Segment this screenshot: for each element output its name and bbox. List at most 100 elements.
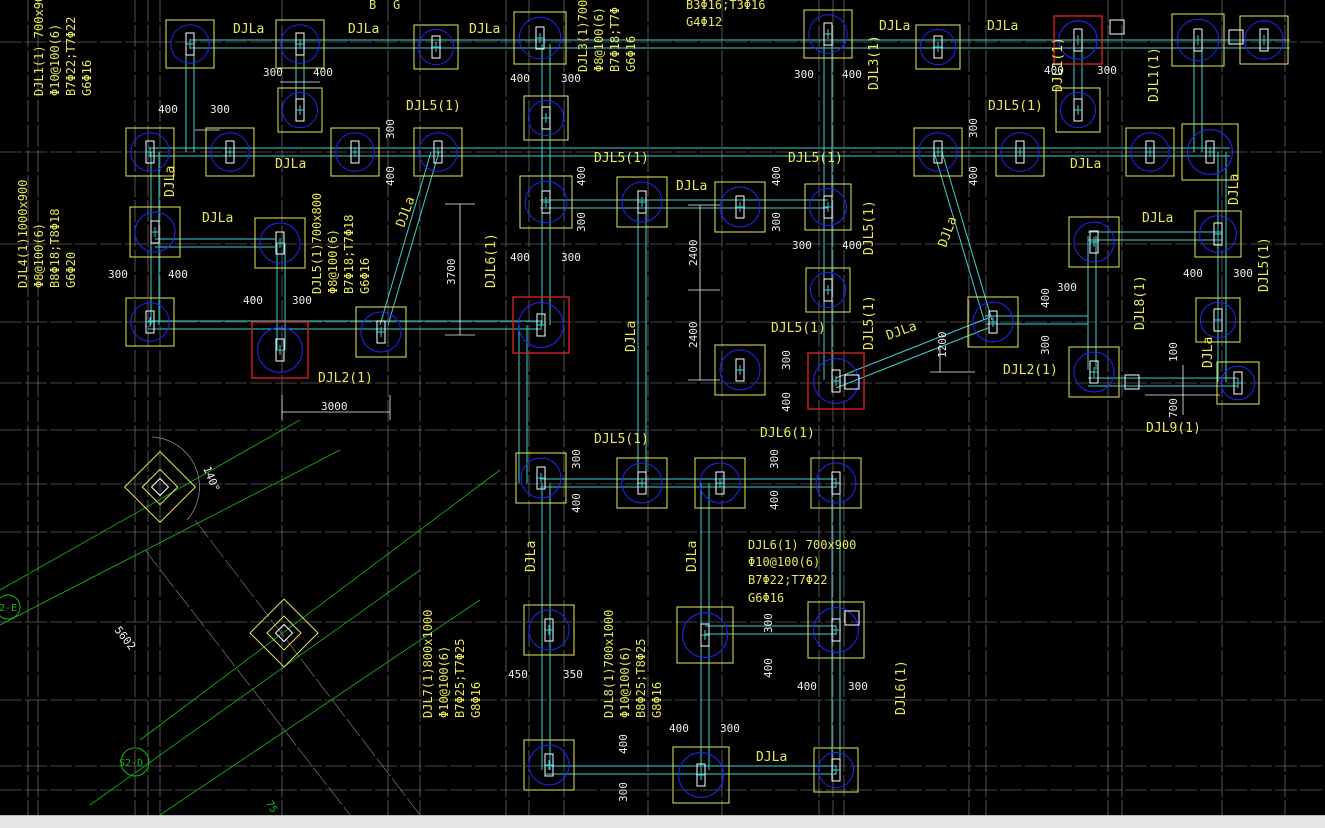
pile-circle — [418, 132, 458, 172]
dimension-text: 350 — [563, 668, 583, 681]
dimension-text: 400 — [842, 239, 862, 252]
rotated-axis-lines — [0, 419, 501, 815]
beam-label: DJL5(1) — [594, 151, 649, 166]
beam-label: DJL5(1) — [594, 432, 649, 447]
dimension-text: 300 — [292, 294, 312, 307]
grid-line — [194, 519, 421, 815]
axis-bubble — [0, 594, 21, 620]
pile-cap — [123, 450, 197, 524]
annotation-line: DJL1(1) 700x900 — [32, 0, 46, 96]
pile-cap — [672, 746, 730, 804]
annotation-line: B — [369, 0, 376, 12]
highlighted-pile-cap — [807, 352, 865, 410]
beam-label: DJLa — [884, 319, 919, 344]
dimension-text: 400 — [510, 72, 530, 85]
pile-circle — [528, 744, 570, 786]
pile-circle — [170, 24, 210, 64]
pile-cap — [254, 217, 306, 269]
annotation-line: Φ10@100(6) — [48, 24, 62, 96]
axis-line — [139, 469, 501, 741]
pile-circle — [520, 457, 562, 499]
pile-circle — [417, 28, 455, 66]
pile-circle — [130, 302, 170, 342]
pile-circle — [518, 302, 564, 348]
pile-circle — [719, 349, 761, 391]
annotation-line: G6Φ16 — [358, 258, 372, 294]
beam-label: DJL5(1) — [862, 295, 877, 350]
dimension-text: 400 — [575, 166, 588, 186]
pile-cap — [1068, 346, 1120, 398]
pile-cap — [1125, 127, 1175, 177]
dimension-text: 400 — [243, 294, 263, 307]
dimension-text: 300 — [575, 212, 588, 232]
pile-cap — [1055, 87, 1101, 133]
pile-circle — [528, 609, 570, 651]
beam-label: DJL1(1) — [1051, 37, 1066, 92]
pile-circle — [817, 751, 855, 789]
axis-bubble-label: 2-E — [0, 603, 17, 614]
axis-line — [159, 599, 481, 815]
dimension-text: 5602 — [112, 624, 139, 653]
beam-label: DJL5(1) — [788, 151, 843, 166]
pile-circle — [134, 211, 176, 253]
pile-circle — [813, 607, 859, 653]
beam-label: DJL2(1) — [1003, 363, 1058, 378]
annotation-line: Φ8@100(6) — [32, 223, 46, 288]
dimension-text: 300 — [1097, 64, 1117, 77]
beam-edge — [941, 151, 993, 321]
pile-circle — [1220, 365, 1256, 401]
beam-label: DJL6(1) — [484, 233, 499, 288]
pile-circle — [1187, 129, 1233, 175]
dimension-text: 300 — [792, 239, 812, 252]
pile-cap — [513, 11, 567, 65]
pile-circle — [621, 462, 663, 504]
pile-circle — [1059, 91, 1097, 129]
dimension-text: 400 — [158, 103, 178, 116]
dimension-text: 3000 — [321, 400, 348, 413]
pile-circle — [130, 132, 170, 172]
pile-circle — [281, 91, 319, 129]
pile-cap — [915, 24, 961, 70]
beam-label: DJLa — [469, 22, 500, 37]
dimension-text: 300 — [263, 66, 283, 79]
dimension-text: 300 — [210, 103, 230, 116]
pile-cap — [714, 181, 766, 233]
beam-label: DJLa — [202, 211, 233, 226]
pile-cap — [813, 747, 859, 793]
rotated-pile-cap — [249, 598, 319, 668]
dimension-text: 400 — [967, 166, 980, 186]
dimension-text: 400 — [384, 166, 397, 186]
pile-cap — [413, 127, 463, 177]
dimension-text: 400 — [1044, 64, 1064, 77]
dimension-text: 400 — [313, 66, 333, 79]
pile-cap — [616, 457, 668, 509]
dimension-lines — [195, 81, 1220, 420]
annotation-line: DJL4(1)1000x900 — [16, 180, 30, 288]
pile-cap — [519, 175, 573, 229]
beam-edge — [387, 151, 440, 326]
pile-cap — [803, 9, 853, 59]
axis-bubble-label: 75 — [263, 799, 279, 815]
axis-line — [0, 449, 341, 626]
annotation-djl3: DJL3(1)700 Φ8@100(6) B7Φ18;T7Φ G6Φ16 — [576, 0, 638, 72]
pile-cap — [805, 267, 851, 313]
annotation-line: G6Φ16 — [748, 591, 784, 605]
beam-label: DJL5(1) — [988, 99, 1043, 114]
beam-label: DJL8(1) — [1133, 275, 1148, 330]
pile-circle — [524, 180, 568, 224]
beam-label: DJLa — [394, 195, 419, 230]
annotation-line: Φ10@100(6) — [748, 555, 820, 569]
dimension-text: 300 — [770, 212, 783, 232]
pile-circle — [621, 181, 663, 223]
dimension-text: 400 — [780, 392, 793, 412]
annotation-line: Φ10@100(6) — [618, 646, 632, 718]
pile-cap — [804, 183, 852, 231]
dimension-text: 400 — [770, 166, 783, 186]
axis-bubble — [120, 747, 150, 777]
pile-cap — [714, 344, 766, 396]
dimension-text: 3700 — [445, 259, 458, 286]
pile-circle — [1244, 20, 1284, 60]
pile-cap — [249, 598, 319, 668]
